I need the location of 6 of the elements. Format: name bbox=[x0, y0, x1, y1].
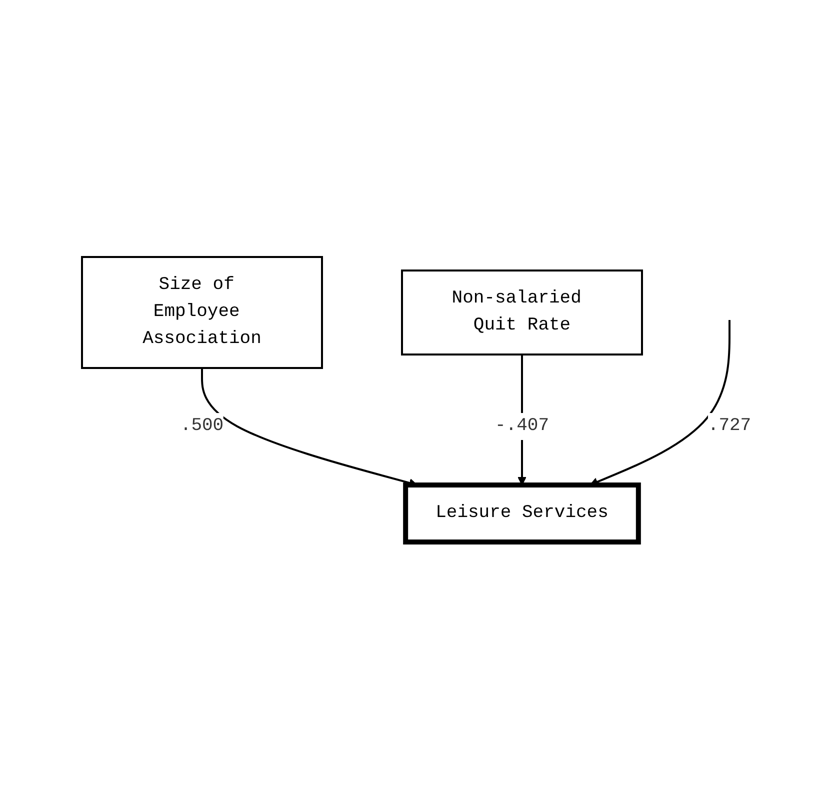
edge-label: .500 bbox=[180, 416, 224, 436]
node-box: Leisure Services bbox=[404, 482, 642, 544]
edge-label: .727 bbox=[708, 416, 752, 436]
node-box: Non-salaried Quit Rate bbox=[401, 269, 644, 355]
node-box: Size of Employee Association bbox=[81, 256, 324, 368]
edge-label: -.407 bbox=[495, 416, 550, 436]
